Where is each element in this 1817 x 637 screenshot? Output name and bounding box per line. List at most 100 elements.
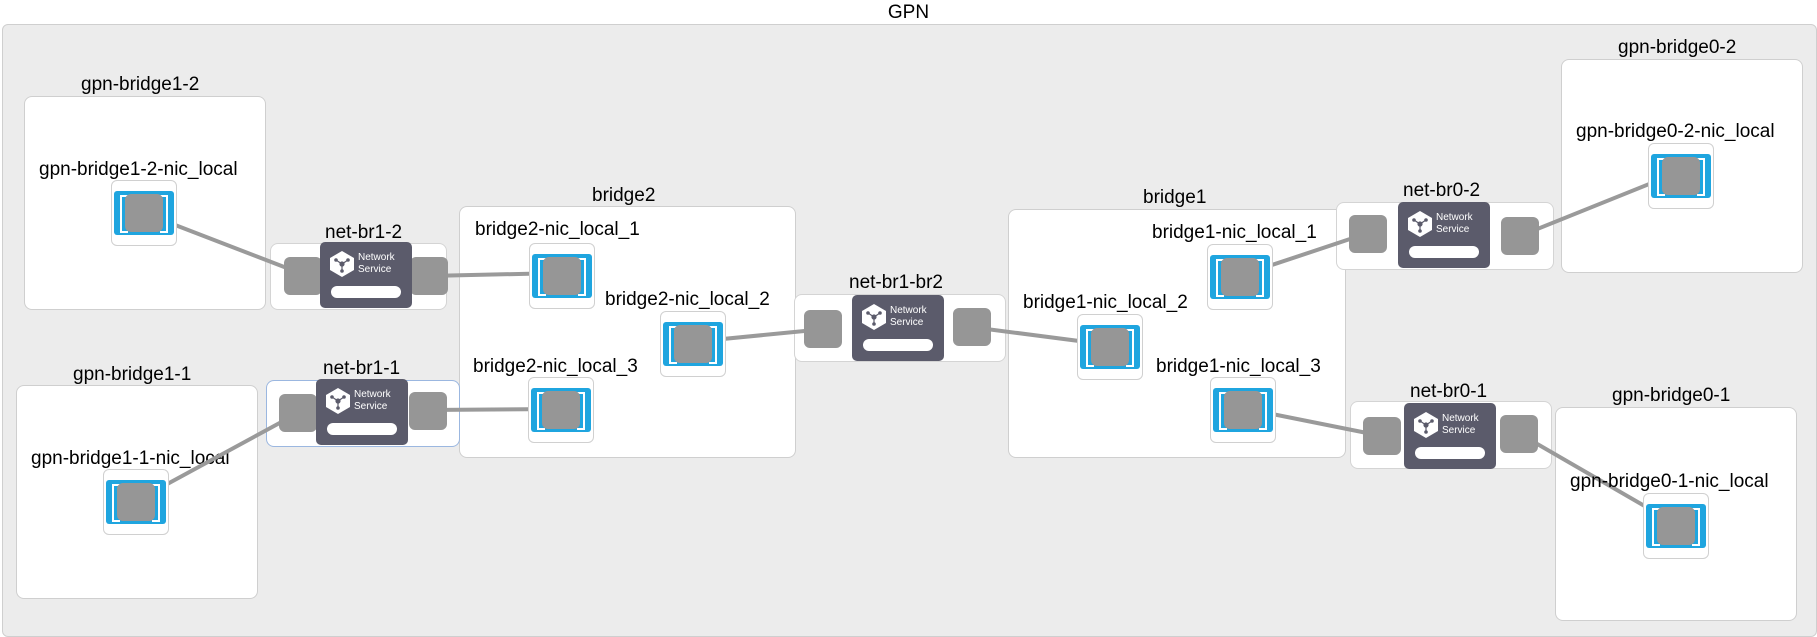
nic-label: gpn-bridge0-1-nic_local (1570, 471, 1769, 492)
label-line: Service (890, 317, 924, 328)
bracket-right-icon (1126, 329, 1134, 367)
network-service-icon (326, 388, 350, 414)
nic-interface[interactable] (1077, 314, 1143, 380)
bracket-right-icon (1259, 392, 1267, 430)
label-line: Network (1442, 413, 1479, 424)
label-line: Network (890, 305, 927, 316)
group-title-gpn-bridge0-1: gpn-bridge0-1 (1612, 385, 1731, 406)
network-service-icon (1408, 211, 1432, 237)
network-service-bar (327, 423, 397, 435)
group-bridge2[interactable] (459, 206, 796, 458)
service-port[interactable] (1363, 417, 1401, 455)
service-port[interactable] (804, 310, 842, 348)
bracket-right-icon (577, 392, 585, 430)
service-title-net-br0-1: net-br0-1 (1410, 381, 1488, 402)
group-title-gpn-bridge1-1: gpn-bridge1-1 (73, 364, 192, 385)
network-service-icon (330, 251, 354, 277)
bracket-left-icon (120, 195, 128, 233)
service-port[interactable] (279, 394, 317, 432)
label-line: Service (1442, 425, 1476, 436)
nic-interface[interactable] (1648, 143, 1714, 209)
service-port[interactable] (409, 392, 447, 430)
nic-label: bridge2-nic_local_3 (473, 356, 638, 377)
bracket-left-icon (538, 258, 546, 296)
nic-port[interactable] (117, 483, 155, 521)
label-line: Network (358, 252, 395, 263)
nic-interface[interactable] (529, 243, 595, 309)
service-port[interactable] (284, 257, 322, 295)
nic-label: bridge2-nic_local_2 (605, 289, 770, 310)
service-title-net-br1-br2: net-br1-br2 (849, 272, 943, 293)
nic-label: bridge1-nic_local_1 (1152, 222, 1317, 243)
nic-interface[interactable] (660, 311, 726, 377)
nic-port[interactable] (1091, 328, 1129, 366)
label-line: Network (354, 389, 391, 400)
nic-port[interactable] (542, 391, 580, 429)
service-port[interactable] (953, 308, 991, 346)
network-service-bar (1409, 246, 1479, 258)
label-line: Service (354, 401, 388, 412)
service-port[interactable] (1501, 217, 1539, 255)
service-port[interactable] (1349, 215, 1387, 253)
network-service-bar (331, 286, 401, 298)
nic-port[interactable] (1657, 507, 1695, 545)
nic-label: gpn-bridge0-2-nic_local (1576, 121, 1775, 142)
nic-interface[interactable] (103, 469, 169, 535)
bracket-left-icon (537, 392, 545, 430)
nic-interface[interactable] (1643, 493, 1709, 559)
nic-port[interactable] (1224, 391, 1262, 429)
bracket-right-icon (1256, 259, 1264, 297)
canvas-title: GPN (887, 2, 930, 23)
group-title-gpn-bridge0-2: gpn-bridge0-2 (1618, 37, 1737, 58)
bracket-right-icon (709, 326, 717, 364)
nic-port[interactable] (674, 325, 712, 363)
bracket-right-icon (152, 484, 160, 522)
nic-interface[interactable] (1207, 244, 1273, 310)
service-port[interactable] (1500, 415, 1538, 453)
bracket-left-icon (669, 326, 677, 364)
nic-label: gpn-bridge1-2-nic_local (39, 159, 238, 180)
label-line: Network (1436, 212, 1473, 223)
label-line: Service (358, 264, 392, 275)
bracket-right-icon (1692, 508, 1700, 546)
nic-port[interactable] (1662, 157, 1700, 195)
network-service-icon (1414, 412, 1438, 438)
nic-port[interactable] (543, 257, 581, 295)
service-title-net-br1-2: net-br1-2 (325, 222, 403, 243)
nic-port[interactable] (1221, 258, 1259, 296)
nic-interface[interactable] (111, 180, 177, 246)
nic-label: bridge1-nic_local_3 (1156, 356, 1321, 377)
service-port[interactable] (410, 257, 448, 295)
nic-port[interactable] (125, 194, 163, 232)
bracket-left-icon (1657, 158, 1665, 196)
label-line: Service (1436, 224, 1470, 235)
service-title-net-br0-2: net-br0-2 (1403, 180, 1481, 201)
nic-interface[interactable] (1210, 377, 1276, 443)
nic-label: bridge1-nic_local_2 (1023, 292, 1188, 313)
bracket-left-icon (1216, 259, 1224, 297)
nic-label: bridge2-nic_local_1 (475, 219, 640, 240)
nic-interface[interactable] (528, 377, 594, 443)
nic-label: gpn-bridge1-1-nic_local (31, 448, 230, 469)
group-bridge1[interactable] (1008, 209, 1346, 458)
group-title-bridge1: bridge1 (1143, 187, 1207, 208)
group-title-bridge2: bridge2 (592, 185, 656, 206)
bracket-right-icon (1697, 158, 1705, 196)
bracket-right-icon (578, 258, 586, 296)
network-service-bar (863, 339, 933, 351)
network-service-icon (862, 304, 886, 330)
bracket-right-icon (160, 195, 168, 233)
bracket-left-icon (1219, 392, 1227, 430)
bracket-left-icon (1652, 508, 1660, 546)
service-title-net-br1-1: net-br1-1 (323, 358, 401, 379)
